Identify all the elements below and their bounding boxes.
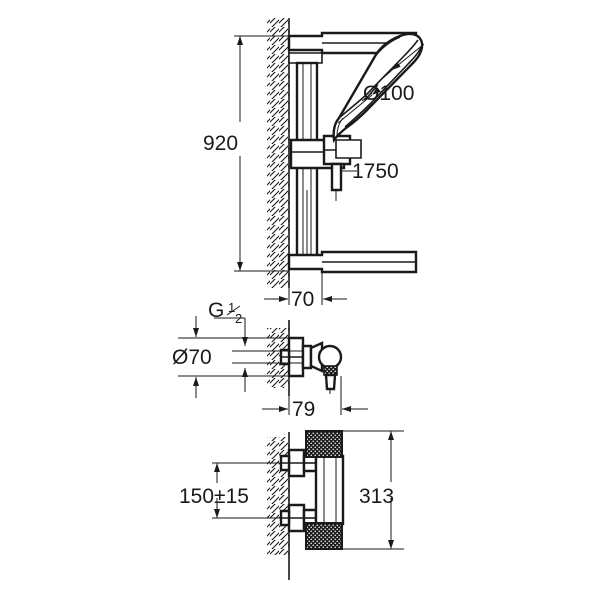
wall-outlet-elbow-view: G 1 2 Ø70 79 bbox=[172, 299, 368, 421]
shower-holder-slider bbox=[289, 134, 362, 170]
dimension-label-70: 70 bbox=[291, 288, 314, 311]
thermostatic-mixer-body bbox=[314, 454, 345, 526]
wall-section-upper bbox=[267, 18, 290, 288]
hose-connector bbox=[330, 162, 343, 201]
dimension-thread-size: G 1 2 bbox=[208, 299, 303, 392]
dimension-label-920: 920 bbox=[203, 132, 238, 155]
mixer-handle-lower bbox=[305, 522, 343, 550]
shower-rail-assembly-view: 920 Ø100 1750 70 bbox=[203, 18, 425, 311]
dimension-inlet-centres: 150±15 bbox=[179, 462, 288, 519]
dimension-label-313: 313 bbox=[359, 485, 394, 508]
dimension-label-thread-g: G bbox=[208, 299, 224, 322]
dimension-hose-length: 1750 bbox=[341, 160, 399, 183]
dimension-label-150-tol: 150±15 bbox=[179, 485, 249, 508]
outlet-hose-tail bbox=[323, 365, 338, 394]
dimension-label-diameter-70: Ø70 bbox=[172, 346, 212, 369]
fraction-denominator: 2 bbox=[235, 311, 242, 326]
thermostatic-mixer-view: 150±15 313 bbox=[179, 430, 404, 580]
dimension-elbow-projection: 79 bbox=[262, 376, 368, 421]
dimension-label-diameter-100: Ø100 bbox=[363, 82, 414, 105]
fraction-numerator: 1 bbox=[228, 300, 235, 315]
dimension-escutcheon-diameter: Ø70 bbox=[172, 316, 290, 398]
wall-section-lower bbox=[267, 432, 290, 580]
dimension-label-1750: 1750 bbox=[352, 160, 399, 183]
rail-bracket-lower bbox=[287, 250, 418, 274]
dimension-rail-projection: 70 bbox=[264, 271, 347, 311]
mixer-handle-upper bbox=[305, 430, 343, 458]
dimension-rail-height: 920 bbox=[203, 35, 289, 272]
dimension-mixer-body-length: 313 bbox=[342, 430, 404, 550]
outlet-escutcheon bbox=[279, 336, 305, 378]
dimension-shower-head-diameter: Ø100 bbox=[337, 43, 425, 124]
dimension-label-79: 79 bbox=[292, 398, 315, 421]
